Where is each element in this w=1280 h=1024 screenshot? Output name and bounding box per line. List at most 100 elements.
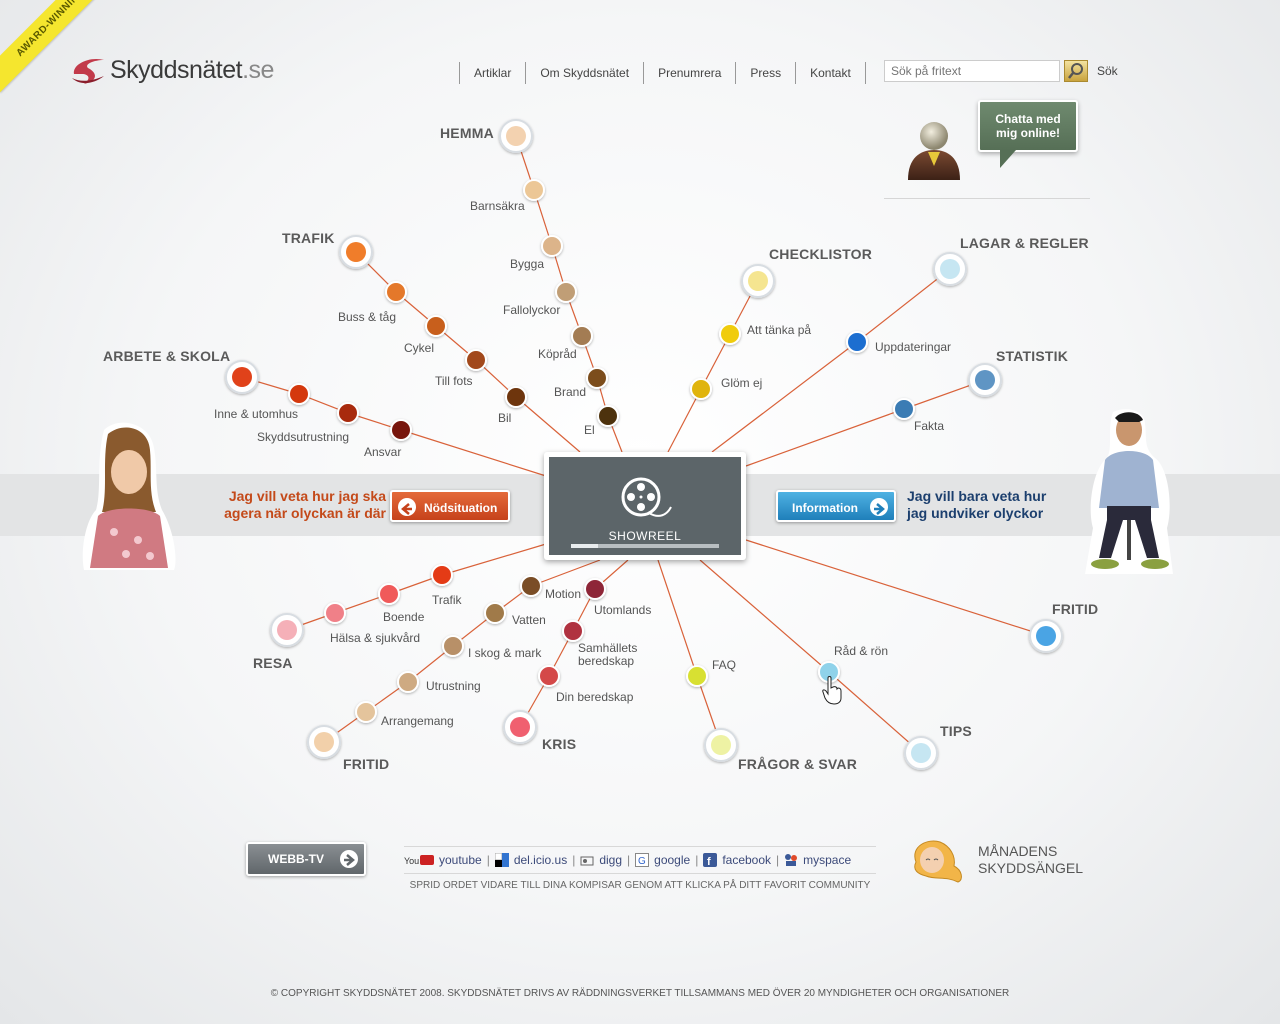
node-dot-checklistor[interactable] [748,271,768,291]
node-inne[interactable] [288,383,310,405]
node-fakta[interactable] [893,398,915,420]
nav-om[interactable]: Om Skyddsnätet [525,62,643,84]
node-brand[interactable] [586,367,608,389]
node-utrustning[interactable] [397,671,419,693]
social-facebook[interactable]: f facebook [703,853,771,867]
item-faq[interactable]: FAQ [712,658,737,672]
node-bygga[interactable] [541,235,563,257]
item-halsa-sjukvard[interactable]: Hälsa & sjukvård [330,631,421,645]
search-button[interactable] [1064,60,1088,82]
item-rad-ron[interactable]: Råd & rön [834,644,889,658]
social-google[interactable]: G google [635,853,690,867]
showreel-player[interactable]: SHOWREEL [544,452,746,560]
cat-checklistor[interactable]: CHECKLISTOR [769,246,873,262]
cat-fragor-svar[interactable]: FRÅGOR & SVAR [738,756,858,772]
node-fallolyckor[interactable] [555,281,577,303]
cat-arbete-skola[interactable]: ARBETE & SKOLA [103,348,231,364]
nav-artiklar[interactable]: Artiklar [459,62,525,84]
node-dot-fritid-right[interactable] [1036,626,1056,646]
node-skyddsutrustning[interactable] [337,402,359,424]
node-dinberedskap[interactable] [538,665,560,687]
item-bygga[interactable]: Bygga [510,257,545,271]
node-cykel[interactable] [425,315,447,337]
item-arrangemang[interactable]: Arrangemang [381,714,454,728]
node-dot-hemma[interactable] [506,126,526,146]
item-utrustning[interactable]: Utrustning [426,679,481,693]
item-brand[interactable]: Brand [554,385,587,399]
item-att-tanka-pa[interactable]: Att tänka på [747,323,812,337]
node-dot-lagar[interactable] [940,259,960,279]
node-motion[interactable] [520,575,542,597]
node-kopad[interactable] [571,325,593,347]
chat-avatar-icon[interactable] [906,120,962,182]
item-fallolyckor[interactable]: Fallolyckor [503,303,561,317]
node-faq[interactable] [686,665,708,687]
item-skyddsutrustning[interactable]: Skyddsutrustning [257,430,350,444]
cat-lagar-regler[interactable]: LAGAR & REGLER [960,235,1089,251]
search-input[interactable] [884,60,1060,82]
node-dot-fragor[interactable] [711,735,731,755]
item-fakta[interactable]: Fakta [914,419,945,433]
social-youtube[interactable]: You youtube [404,853,482,867]
nav-kontakt[interactable]: Kontakt [795,62,866,84]
item-trafik[interactable]: Trafik [432,593,462,607]
item-utomlands[interactable]: Utomlands [594,603,652,617]
cat-hemma[interactable]: HEMMA [440,125,494,141]
node-boende[interactable] [378,583,400,605]
item-kopad[interactable]: Köpråd [538,347,577,361]
item-inne-utomhus[interactable]: Inne & utomhus [214,407,299,421]
item-buss-tag[interactable]: Buss & tåg [338,310,397,324]
showreel-progress[interactable] [571,544,719,548]
node-samhallets[interactable] [562,620,584,642]
item-glom-ej[interactable]: Glöm ej [721,376,763,390]
node-dot-tips[interactable] [911,743,931,763]
node-barnsakra[interactable] [523,179,545,201]
node-iskog[interactable] [442,635,464,657]
item-el[interactable]: El [584,423,595,437]
node-halsa[interactable] [324,602,346,624]
item-vatten[interactable]: Vatten [512,613,546,627]
node-dot-resa[interactable] [277,620,297,640]
nav-press[interactable]: Press [735,62,795,84]
angel-icon[interactable] [906,836,966,884]
node-el[interactable] [597,405,619,427]
item-barnsakra[interactable]: Barnsäkra [470,199,525,213]
search-label[interactable]: Sök [1097,64,1118,78]
item-bil[interactable]: Bil [498,411,512,425]
node-bil[interactable] [505,386,527,408]
cat-resa[interactable]: RESA [253,655,293,671]
node-utomlands[interactable] [584,578,606,600]
node-dot-statistik[interactable] [975,370,995,390]
item-till-fots[interactable]: Till fots [435,374,473,388]
node-buss[interactable] [385,281,407,303]
node-dot-fritid-left[interactable] [314,732,334,752]
cat-fritid-left[interactable]: FRITID [343,756,390,772]
site-logo[interactable]: Skyddsnätet.se [70,54,274,88]
social-delicious[interactable]: del.icio.us [494,853,567,867]
cat-tips[interactable]: TIPS [940,723,972,739]
node-dot-arbete[interactable] [232,367,252,387]
social-digg[interactable]: digg [580,853,622,867]
information-button[interactable]: Information [776,490,896,522]
node-trafik-resa[interactable] [431,564,453,586]
item-motion[interactable]: Motion [545,587,582,601]
item-i-skog-mark[interactable]: I skog & mark [468,646,542,660]
item-uppdateringar[interactable]: Uppdateringar [875,340,952,354]
node-ansvar[interactable] [390,419,412,441]
node-tillfots[interactable] [465,349,487,371]
social-myspace[interactable]: myspace [784,853,851,867]
node-vatten[interactable] [484,602,506,624]
cat-fritid-right[interactable]: FRITID [1052,601,1099,617]
node-uppdateringar[interactable] [846,331,868,353]
node-arrangemang[interactable] [355,701,377,723]
node-glomej[interactable] [690,378,712,400]
emergency-button[interactable]: Nödsituation [390,490,510,522]
item-din-beredskap[interactable]: Din beredskap [556,690,634,704]
chat-button[interactable]: Chatta med mig online! [978,100,1078,152]
cat-kris[interactable]: KRIS [542,736,577,752]
cat-trafik[interactable]: TRAFIK [282,230,335,246]
item-boende[interactable]: Boende [383,610,425,624]
node-dot-kris[interactable] [510,717,530,737]
